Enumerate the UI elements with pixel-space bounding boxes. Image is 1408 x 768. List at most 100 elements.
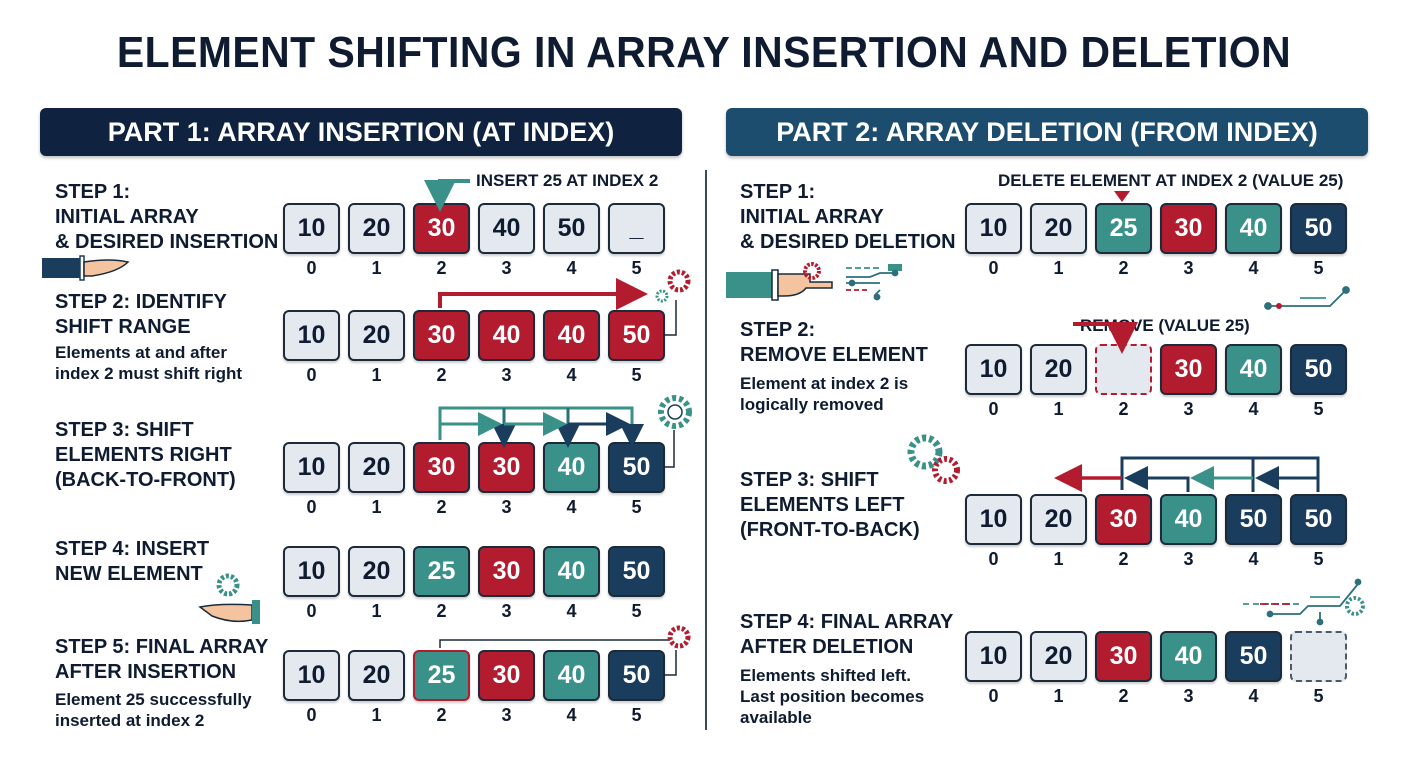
array-cell: 40 [1225, 203, 1282, 254]
array-cell: 50 [1225, 631, 1282, 682]
index-label: 5 [1313, 258, 1324, 278]
array-cell: 40 [543, 650, 600, 701]
array-cell: 25 [1095, 203, 1152, 254]
index-label: 4 [1248, 399, 1259, 419]
index-label: 5 [631, 705, 642, 725]
index-label: 4 [566, 497, 577, 517]
index-label: 4 [1248, 549, 1259, 569]
index-label: 4 [1248, 258, 1259, 278]
index-label: 2 [436, 705, 447, 725]
index-label: 1 [371, 601, 382, 621]
index-label: 0 [988, 258, 999, 278]
index-label: 1 [1053, 549, 1064, 569]
index-label: 2 [436, 365, 447, 385]
array-cell: 30 [1160, 203, 1217, 254]
array-cell: 10 [283, 546, 340, 597]
index-label: 1 [1053, 258, 1064, 278]
p1-step5-description: Element 25 successfully inserted at inde… [55, 690, 252, 730]
p2-step4-label: STEP 4: FINAL ARRAY AFTER DELETION [740, 611, 954, 658]
index-label: 1 [1053, 399, 1064, 419]
index-label: 5 [1313, 549, 1324, 569]
array-cell: 50 [1225, 494, 1282, 545]
p2-step2-description: Element at index 2 is logically removed [740, 374, 909, 414]
delete-marker-icon [1114, 191, 1130, 202]
index-label: 2 [436, 258, 447, 278]
array-cell: 20 [1030, 203, 1087, 254]
p1-step2-description: Elements at and after index 2 must shift… [55, 343, 243, 383]
main-title: ELEMENT SHIFTING IN ARRAY INSERTION AND … [116, 28, 1292, 77]
index-label: 1 [371, 497, 382, 517]
p2-step3-label: STEP 3: SHIFT ELEMENTS LEFT (FRONT-TO-BA… [740, 469, 920, 541]
array-cell: 20 [1030, 494, 1087, 545]
array-cell: 40 [543, 546, 600, 597]
shift-left-arrows-icon [1054, 456, 1320, 492]
index-label: 3 [1183, 549, 1194, 569]
array-cell: 30 [478, 650, 535, 701]
index-label: 3 [1183, 399, 1194, 419]
array-cell: 25 [413, 650, 470, 701]
array-cell: 20 [348, 310, 405, 361]
insert-arrow-icon [424, 179, 470, 212]
index-label: 5 [1313, 399, 1324, 419]
array-cell: 30 [1160, 344, 1217, 395]
index-label: 0 [306, 258, 317, 278]
circuit-gear-icon [1243, 578, 1365, 626]
hand-icon [42, 255, 130, 281]
wrench-gear-icon [658, 395, 692, 429]
index-label: 3 [501, 601, 512, 621]
index-label: 2 [436, 601, 447, 621]
circuit-lines-icon [846, 264, 902, 301]
p1-step2-label: STEP 2: IDENTIFY SHIFT RANGE [55, 291, 227, 338]
index-label: 2 [1118, 686, 1129, 706]
array-cell: 10 [965, 494, 1022, 545]
array-cell: 30 [413, 203, 470, 254]
index-label: 5 [1313, 686, 1324, 706]
index-label: 5 [631, 601, 642, 621]
array-cell: 30 [413, 442, 470, 493]
array-cell: 20 [348, 650, 405, 701]
index-label: 2 [1118, 549, 1129, 569]
p2-step2-annotation: REMOVE (VALUE 25) [1080, 316, 1250, 335]
array-cell: 25 [413, 546, 470, 597]
p2-step2-label: STEP 2: REMOVE ELEMENT [740, 319, 928, 366]
index-label: 5 [631, 497, 642, 517]
index-label: 4 [566, 258, 577, 278]
array-cell: 40 [1160, 631, 1217, 682]
index-label: 4 [566, 705, 577, 725]
index-label: 2 [1118, 399, 1129, 419]
index-label: 1 [371, 705, 382, 725]
array-cell: 40 [1225, 344, 1282, 395]
part2-header: PART 2: ARRAY DELETION (FROM INDEX) [726, 108, 1368, 156]
array-cell: 30 [478, 546, 535, 597]
p1-step1-label: STEP 1: INITIAL ARRAY & DESIRED INSERTIO… [55, 181, 279, 253]
p2-step1-label: STEP 1: INITIAL ARRAY & DESIRED DELETION [740, 181, 956, 253]
array-cell: 50 [608, 546, 665, 597]
section-divider [705, 170, 707, 730]
p2-step1-annotation: DELETE ELEMENT AT INDEX 2 (VALUE 25) [998, 171, 1344, 190]
array-cell: 50 [608, 442, 665, 493]
array-cell: 20 [1030, 631, 1087, 682]
array-cell: 10 [283, 203, 340, 254]
array-cell: 20 [1030, 344, 1087, 395]
index-label: 3 [1183, 686, 1194, 706]
array-cell: 50 [543, 203, 600, 254]
index-label: 0 [988, 686, 999, 706]
array-cell: 40 [478, 310, 535, 361]
array-cell: 40 [543, 310, 600, 361]
p2-step4-description: Elements shifted left. Last position bec… [740, 666, 925, 727]
array-cell: 50 [608, 310, 665, 361]
array-cell: 50 [1290, 203, 1347, 254]
array-cell: _ [608, 203, 665, 254]
index-label: 0 [306, 365, 317, 385]
array-cell-empty [1290, 631, 1347, 682]
index-label: 0 [988, 549, 999, 569]
array-cell: 50 [608, 650, 665, 701]
index-label: 0 [306, 705, 317, 725]
index-label: 4 [566, 601, 577, 621]
